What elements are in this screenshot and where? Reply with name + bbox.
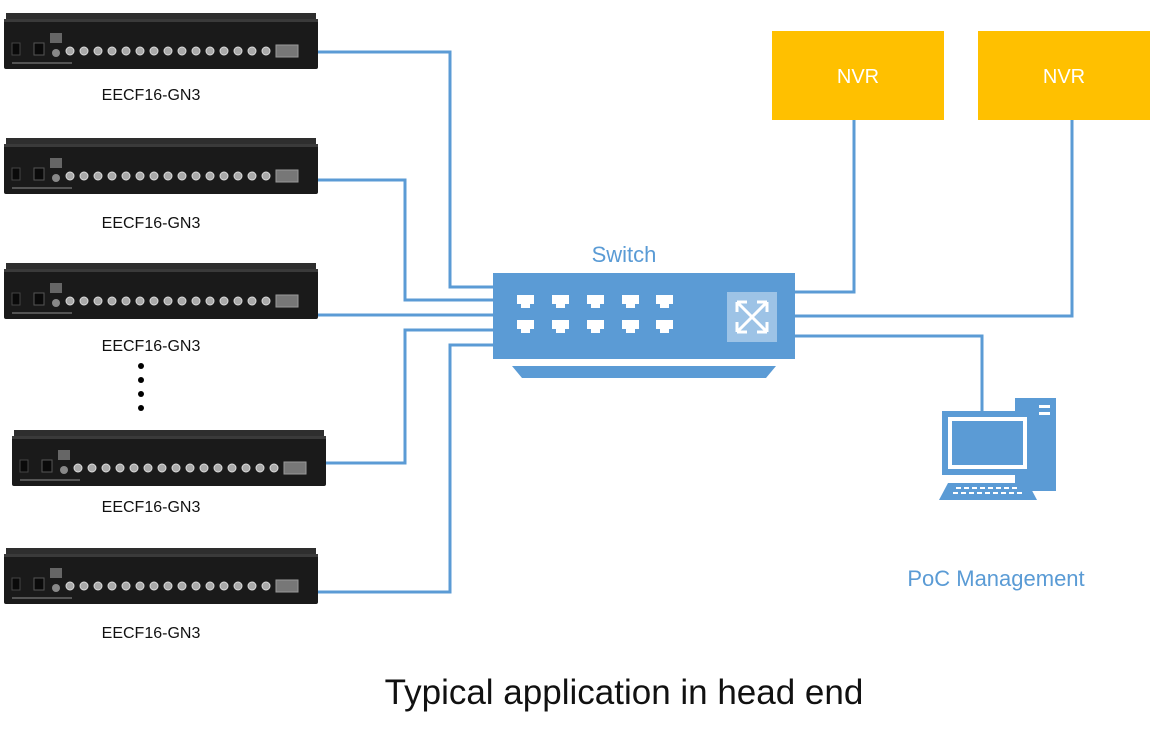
switch-label: Switch [592, 242, 657, 267]
nvr-box [978, 31, 1150, 120]
link-device-2 [316, 178, 493, 302]
management-computer: PoC Management [907, 398, 1085, 591]
management-label: PoC Management [907, 566, 1084, 591]
link-lines [316, 50, 1074, 594]
device-2: EECF16-GN3 [3, 137, 319, 232]
device-5: EECF16-GN3 [3, 547, 319, 642]
nvr-2: NVR [978, 31, 1150, 120]
network-switch: Switch [493, 242, 795, 378]
link-device-5 [316, 343, 493, 594]
device-label: EECF16-GN3 [102, 338, 201, 355]
desktop-computer-icon [939, 398, 1056, 500]
nvr-box [772, 31, 944, 120]
rack-encoder-icon [3, 12, 319, 70]
nvr-1: NVR [772, 31, 944, 120]
device-label: EECF16-GN3 [102, 215, 201, 232]
link-device-1 [316, 50, 493, 289]
rack-encoder-icon [3, 262, 319, 320]
device-3: EECF16-GN3 [3, 262, 319, 355]
nvr-label: NVR [837, 66, 879, 88]
nvr-label: NVR [1043, 66, 1085, 88]
link-nvr-2 [795, 120, 1074, 318]
device-1: EECF16-GN3 [3, 12, 319, 104]
rack-encoder-icon [11, 429, 327, 487]
link-management [795, 334, 984, 420]
rack-encoder-icon [3, 137, 319, 195]
rack-encoder-icon [3, 547, 319, 605]
link-device-4 [325, 328, 493, 465]
diagram-caption: Typical application in head end [385, 673, 864, 712]
device-label: EECF16-GN3 [102, 625, 201, 642]
switch-arrows-icon [727, 292, 777, 342]
link-nvr-1 [795, 120, 856, 294]
switch-base [512, 366, 776, 378]
ellipsis-dots [138, 363, 144, 411]
device-label: EECF16-GN3 [102, 87, 201, 104]
device-4: EECF16-GN3 [11, 429, 327, 516]
device-label: EECF16-GN3 [102, 499, 201, 516]
